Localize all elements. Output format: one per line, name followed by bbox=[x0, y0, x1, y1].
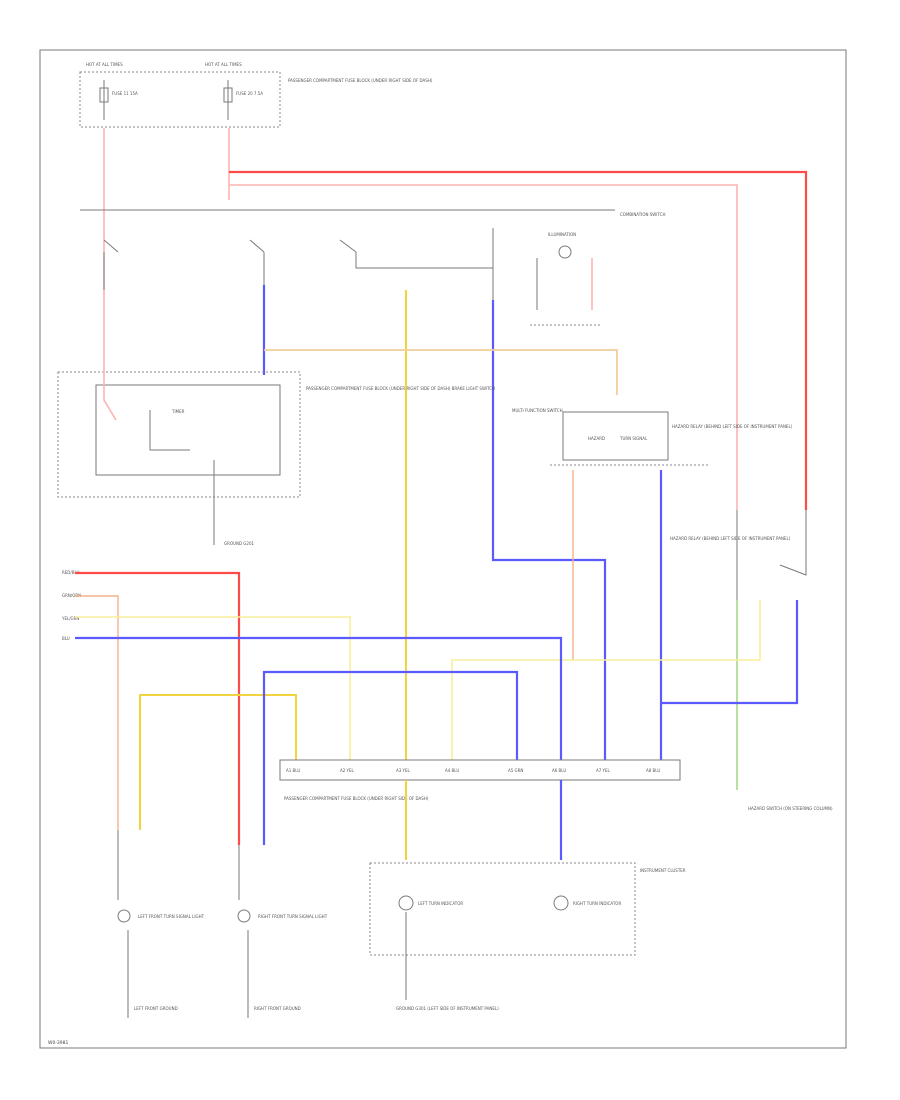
cluster-label: INSTRUMENT CLUSTER bbox=[640, 868, 686, 873]
connector-label: PASSENGER COMPARTMENT FUSE BLOCK (UNDER … bbox=[284, 796, 429, 801]
legend: RED/BLU GRN/ORN YEL/GRN BLU bbox=[61, 570, 81, 641]
right-indicator-label: RIGHT TURN INDICATOR bbox=[573, 901, 621, 906]
wire-blue-relay bbox=[661, 600, 799, 705]
fuse-top-left-label: HOT AT ALL TIMES bbox=[86, 62, 123, 67]
pin-label: A5 GRN bbox=[508, 768, 523, 773]
wire-yellow-left bbox=[139, 694, 297, 830]
fuse-box bbox=[79, 71, 281, 128]
flasher-label: PASSENGER COMPARTMENT FUSE BLOCK (UNDER … bbox=[306, 386, 495, 391]
legend-item: BLU bbox=[62, 636, 70, 641]
pin-label: A8 BLU bbox=[646, 768, 660, 773]
wire-pink-top bbox=[229, 184, 738, 510]
fuse-a-label: FUSE 11 15A bbox=[112, 91, 138, 96]
wire-red-left bbox=[75, 571, 241, 845]
timer-label: TIMER bbox=[171, 409, 185, 414]
wire-orange-left bbox=[75, 595, 119, 830]
lamp-feeds bbox=[117, 830, 240, 900]
hazard-label: HAZARD bbox=[588, 436, 605, 441]
fuse-box-label: PASSENGER COMPARTMENT FUSE BLOCK (UNDER … bbox=[288, 78, 433, 83]
multi-switch-box bbox=[562, 411, 669, 461]
left-indicator-icon bbox=[398, 895, 414, 911]
pin-label: A6 BLU bbox=[552, 768, 566, 773]
legend-item: GRN/ORN bbox=[62, 593, 81, 598]
pin-label: A3 YEL bbox=[396, 768, 411, 773]
fuse-top-right-label: HOT AT ALL TIMES bbox=[205, 62, 242, 67]
flasher-unit bbox=[95, 384, 281, 476]
wire-blue-left bbox=[75, 636, 563, 760]
combination-switch-label: COMBINATION SWITCH bbox=[620, 212, 665, 217]
bottom-ground-label: GROUND G301 (LEFT SIDE OF INSTRUMENT PAN… bbox=[396, 1006, 499, 1011]
switch-contacts bbox=[103, 228, 494, 300]
wire-lightyellow-relay bbox=[451, 600, 761, 760]
pin-label: A2 YEL bbox=[340, 768, 355, 773]
pin-labels: A1 BLU A2 YEL A3 YEL A4 BLU A5 GRN A6 BL… bbox=[286, 768, 660, 773]
wire-lightyellow-left bbox=[75, 616, 351, 760]
lamp-grounds bbox=[127, 930, 249, 1018]
left-lamp-label: LEFT FRONT TURN SIGNAL LIGHT bbox=[138, 914, 205, 919]
relay-label: HAZARD RELAY (BEHIND LEFT SIDE OF INSTRU… bbox=[670, 536, 791, 541]
flasher-feed bbox=[103, 345, 117, 421]
relay-contacts bbox=[736, 510, 807, 600]
wire-red-top bbox=[229, 170, 808, 510]
left-ground-label: LEFT FRONT GROUND bbox=[134, 1006, 178, 1011]
illumination-icon bbox=[558, 245, 572, 259]
ground-g201-label: GROUND G201 bbox=[224, 541, 254, 546]
left-indicator-label: LEFT TURN INDICATOR bbox=[418, 901, 463, 906]
legend-item: RED/BLU bbox=[62, 570, 80, 575]
left-lamp-icon bbox=[117, 909, 131, 923]
legend-item: YEL/GRN bbox=[61, 616, 79, 621]
pin-label: A1 BLU bbox=[286, 768, 300, 773]
hazard-switch-label: HAZARD SWITCH (ON STEERING COLUMN) bbox=[748, 806, 833, 811]
fuse-b-label: FUSE 20 7.5A bbox=[236, 91, 263, 96]
fuse-symbols bbox=[99, 80, 233, 120]
connector-block bbox=[279, 759, 681, 781]
right-ground-label: RIGHT FRONT GROUND bbox=[254, 1006, 301, 1011]
relay-label-right: HAZARD RELAY (BEHIND LEFT SIDE OF INSTRU… bbox=[672, 424, 793, 429]
right-lamp-icon bbox=[237, 909, 251, 923]
flasher-block bbox=[57, 371, 301, 498]
right-lamp-label: RIGHT FRONT TURN SIGNAL LIGHT bbox=[258, 914, 328, 919]
pin-label: A7 YEL bbox=[596, 768, 611, 773]
turn-label: TURN SIGNAL bbox=[619, 436, 648, 441]
instrument-cluster bbox=[369, 862, 636, 956]
diagram-frame bbox=[39, 49, 847, 1049]
right-indicator-icon bbox=[553, 895, 569, 911]
flasher-inner bbox=[149, 410, 190, 451]
multi-switch-label: MULTI FUNCTION SWITCH bbox=[512, 408, 563, 413]
illumination-label: ILLUMINATION bbox=[548, 232, 576, 237]
wire-tan-cross bbox=[264, 349, 618, 395]
pin-label: A4 BLU bbox=[445, 768, 459, 773]
wire-blue-center bbox=[491, 300, 607, 760]
wire-blue-lower bbox=[262, 670, 519, 845]
corner-label: W0-3981 bbox=[48, 1040, 69, 1046]
